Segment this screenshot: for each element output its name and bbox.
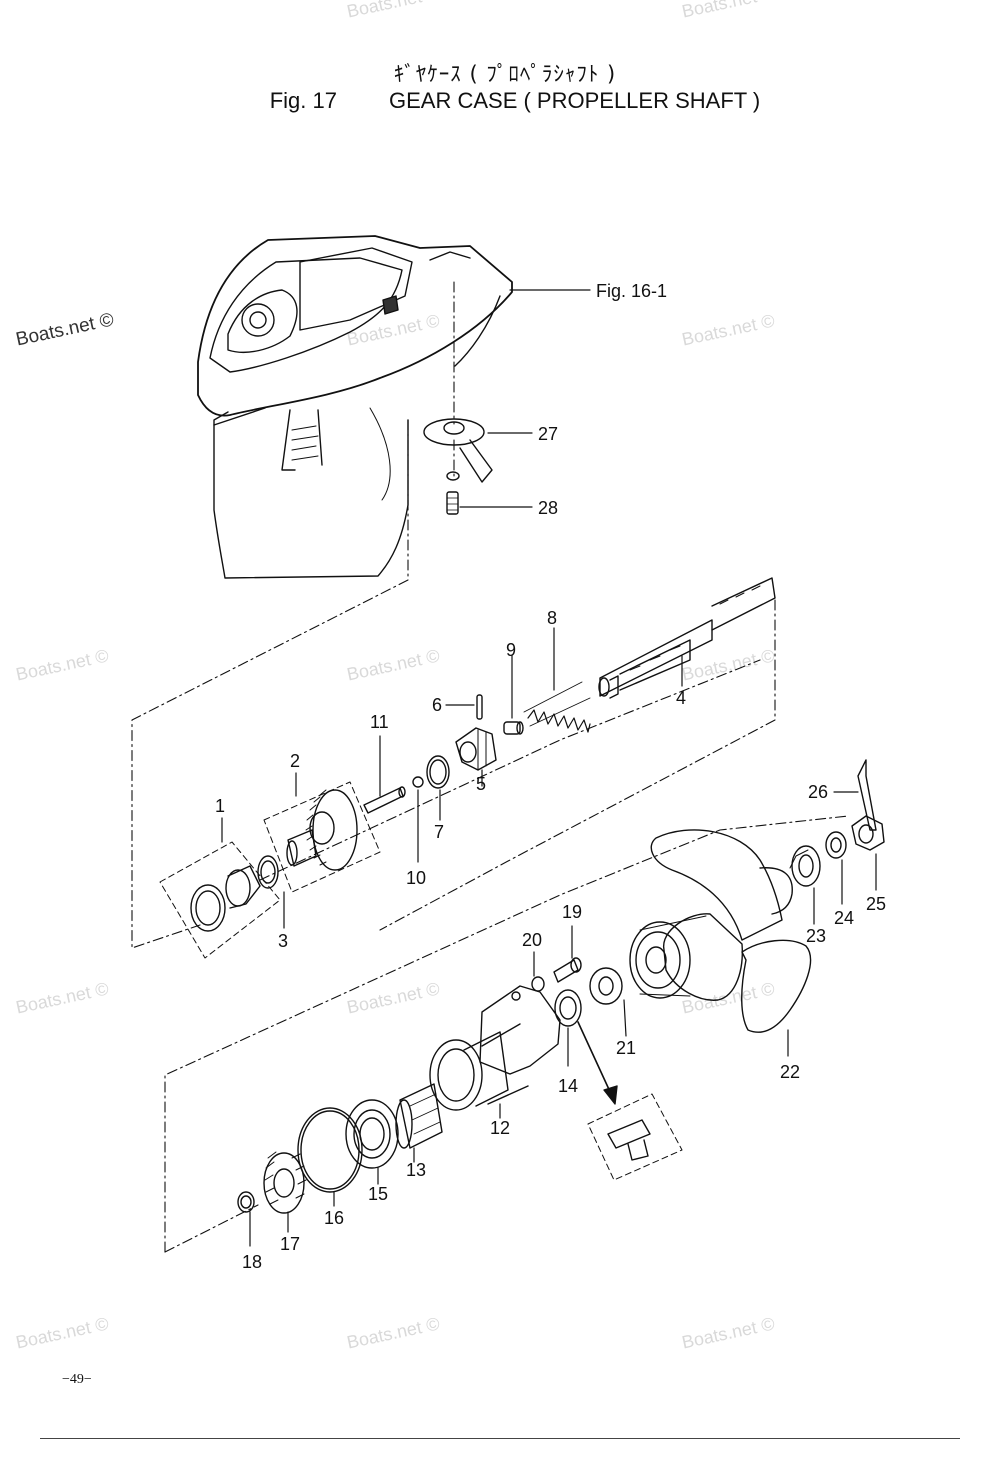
callout-label: 18 [242,1252,262,1272]
callout-label: 7 [434,822,444,842]
part-18-shim [237,1191,255,1213]
callout-label: 21 [616,1038,636,1058]
part-1-bearing [159,841,281,959]
part-28-bolt [446,471,460,515]
callout-label: 20 [522,930,542,950]
callout-label: 25 [866,894,886,914]
part-2-forward-gear [263,781,381,893]
callout-label: 22 [780,1062,800,1082]
part-12-bearing-housing [429,985,561,1111]
title-japanese: ｷﾞﾔｹｰｽ ( ﾌﾟﾛﾍﾟﾗｼｬﾌﾄ ) [393,62,617,86]
part-9-pin [503,721,524,735]
callout-label: 9 [506,640,516,660]
callout-label: 28 [538,498,558,518]
figure-title: GEAR CASE ( PROPELLER SHAFT ) [389,88,761,113]
callout-label: 26 [808,782,828,802]
detail-arrow [577,1021,613,1097]
part-10-ball [412,776,424,788]
callout-label: 11 [370,712,389,732]
callout-label: 13 [406,1160,426,1180]
callout-label: 12 [490,1118,510,1138]
callout-label: 2 [290,751,300,771]
callout-label: 8 [547,608,557,628]
callout-label: 16 [324,1208,344,1228]
figure-number: Fig. 17 [269,88,337,113]
part-5-clutch [455,727,497,771]
part-24-washer [825,831,847,859]
part-16-o-ring [297,1107,363,1193]
part-27-anode [423,418,493,483]
part-20-washer [531,976,545,992]
callout-label: 5 [476,774,486,794]
callout-label: 24 [834,908,854,928]
part-4-propeller-shaft [598,577,776,699]
bottom-rule [40,1438,960,1439]
callout-label: 14 [558,1076,578,1096]
gear-case-housing [197,235,513,579]
callout-label: 15 [368,1184,388,1204]
callout-label: 6 [432,695,442,715]
callout-label: 27 [538,424,558,444]
part-19-bolt [553,957,582,983]
callout-label: 23 [806,926,826,946]
page-number: −49− [62,1372,92,1387]
title-english: Fig. 17 GEAR CASE ( PROPELLER SHAFT ) [0,88,1000,114]
part-21-thrust-washer [589,967,623,1005]
callout-label: 4 [676,688,686,708]
part-8-spring [523,681,591,733]
part-11-plunger [363,786,406,814]
part-6-cross-pin [476,694,483,720]
part-25-nut [851,815,885,851]
seal-detail-view [587,1093,683,1181]
part-22-propeller [629,829,812,1033]
callout-label: 10 [406,868,426,888]
part-13-needle-bearing [395,1083,443,1149]
part-17-reverse-gear [263,1151,307,1214]
arrow-head [603,1085,618,1105]
callout-label: 1 [215,796,225,816]
part-23-spacer [789,845,821,887]
part-3-shim [257,855,279,889]
part-7-snap-ring [426,755,450,789]
part-14-oil-seal [554,989,582,1027]
alignment-lines [131,281,849,1253]
callout-label: 3 [278,931,288,951]
figure-reference: Fig. 16-1 [596,281,667,301]
callout-label: 19 [562,902,582,922]
callout-labels: 1 2 3 4 5 6 7 8 9 10 11 12 13 14 15 16 1… [215,424,886,1272]
callout-label: 17 [280,1234,300,1254]
part-15-ball-bearing [345,1099,399,1169]
